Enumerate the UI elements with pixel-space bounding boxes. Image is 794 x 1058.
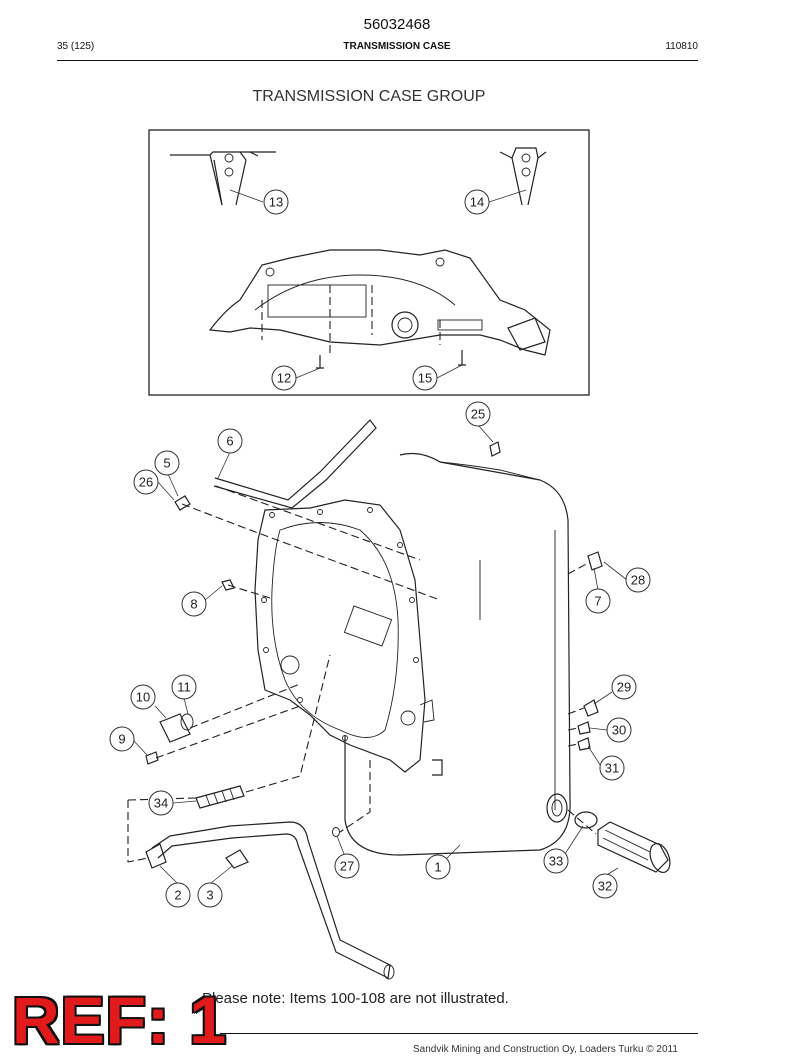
bracket-13-drawing (170, 151, 276, 206)
svg-text:29: 29 (617, 680, 631, 695)
callout-13: 13 (263, 189, 289, 215)
svg-text:30: 30 (612, 723, 626, 738)
svg-text:7: 7 (594, 594, 601, 609)
callout-11: 11 (171, 674, 197, 700)
document-number: 56032468 (363, 16, 431, 33)
callout-10: 10 (130, 684, 156, 710)
assembly-dash-lines (127, 485, 597, 863)
callout-34: 34 (148, 790, 174, 816)
callout-9: 9 (109, 726, 135, 752)
fitting-34-drawing (195, 785, 245, 809)
filter-32-drawing (597, 821, 671, 874)
frame-inset-drawing (208, 249, 551, 369)
svg-text:1: 1 (434, 860, 441, 875)
callout-14: 14 (464, 189, 490, 215)
callout-25: 25 (465, 401, 491, 427)
footer-copyright: Sandvik Mining and Construction Oy, Load… (413, 1044, 678, 1055)
callout-5: 5 (154, 450, 180, 476)
inset-frame (148, 129, 590, 396)
callout-3: 3 (197, 882, 223, 908)
ref-stamp: REF: 1 (12, 983, 228, 1057)
svg-text:31: 31 (605, 761, 619, 776)
svg-text:25: 25 (471, 407, 485, 422)
pipe-6-drawing (213, 419, 377, 509)
callout-6: 6 (217, 428, 243, 454)
svg-text:3: 3 (206, 888, 213, 903)
section-title: TRANSMISSION CASE (343, 41, 451, 52)
callout-1: 1 (425, 854, 451, 880)
svg-text:26: 26 (139, 475, 153, 490)
callout-31: 31 (599, 755, 625, 781)
svg-text:28: 28 (631, 573, 645, 588)
header-divider (57, 60, 698, 61)
svg-text:14: 14 (470, 195, 484, 210)
callout-12: 12 (271, 365, 297, 391)
callout-30: 30 (606, 717, 632, 743)
callout-2: 2 (165, 882, 191, 908)
callouts: 13 14 12 15 25 6 5 26 28 7 8 29 11 10 30… (109, 189, 651, 908)
transmission-case-drawing (254, 452, 571, 856)
section-code: 110810 (665, 41, 698, 52)
footer-divider (220, 1033, 698, 1034)
svg-text:10: 10 (136, 690, 150, 705)
callout-28: 28 (625, 567, 651, 593)
svg-text:33: 33 (549, 854, 563, 869)
svg-text:8: 8 (190, 597, 197, 612)
svg-text:9: 9 (118, 732, 125, 747)
svg-text:13: 13 (269, 195, 283, 210)
svg-text:12: 12 (277, 371, 291, 386)
small-parts-drawing (145, 441, 603, 837)
callout-29: 29 (611, 674, 637, 700)
washer-33-drawing (574, 811, 598, 829)
svg-text:15: 15 (418, 371, 432, 386)
callout-leader-lines (132, 189, 628, 885)
callout-8: 8 (181, 591, 207, 617)
bracket-14-drawing (499, 147, 547, 206)
svg-text:6: 6 (226, 434, 233, 449)
callout-26: 26 (133, 469, 159, 495)
svg-text:34: 34 (154, 796, 168, 811)
callout-7: 7 (585, 588, 611, 614)
callout-27: 27 (334, 853, 360, 879)
pipe-2-drawing (145, 821, 395, 980)
svg-text:2: 2 (174, 888, 181, 903)
svg-text:27: 27 (340, 859, 354, 874)
svg-text:32: 32 (598, 879, 612, 894)
svg-text:5: 5 (163, 456, 170, 471)
illustration-note: Please note: Items 100-108 are not illus… (202, 990, 509, 1007)
figure-title: TRANSMISSION CASE GROUP (252, 88, 486, 105)
callout-33: 33 (543, 848, 569, 874)
svg-text:11: 11 (177, 680, 191, 695)
callout-15: 15 (412, 365, 438, 391)
page-number: 35 (125) (57, 41, 95, 52)
callout-32: 32 (592, 873, 618, 899)
